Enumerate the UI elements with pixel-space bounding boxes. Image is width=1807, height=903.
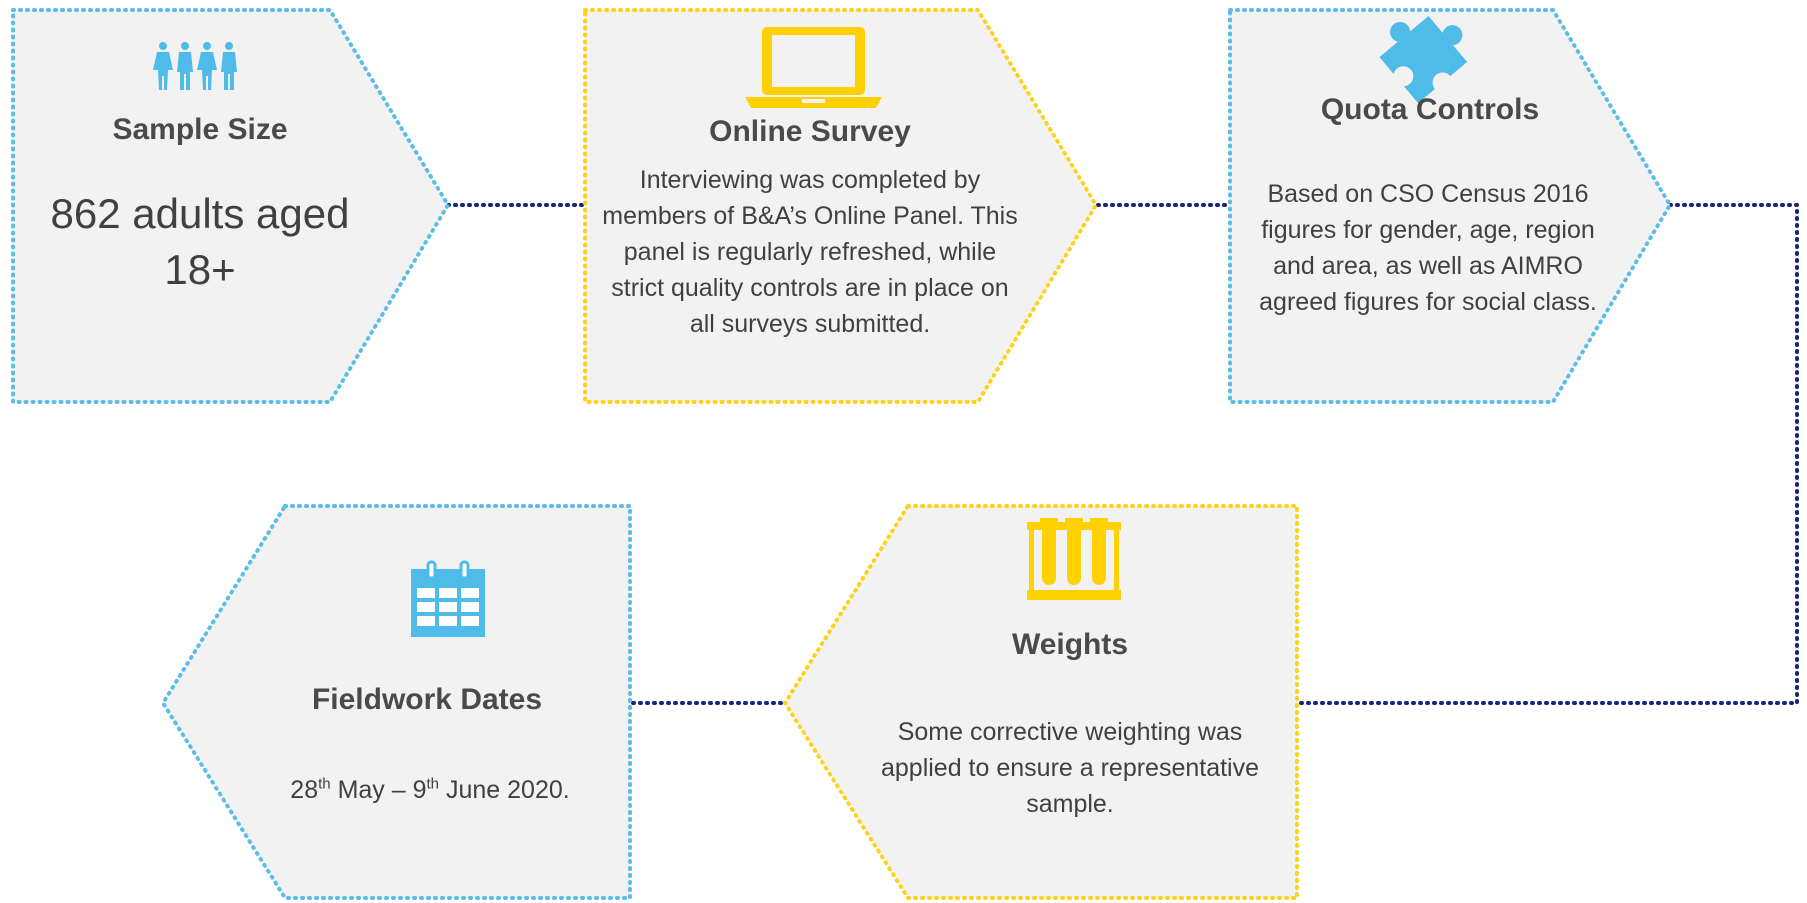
sample-size-value: 862 adults aged 18+ bbox=[50, 190, 350, 293]
online-survey-title: Online Survey bbox=[709, 115, 911, 148]
calendar-icon bbox=[411, 560, 485, 637]
test-tubes-icon bbox=[1027, 518, 1121, 600]
weights-title: Weights bbox=[1011, 628, 1129, 661]
box-weights bbox=[782, 504, 1299, 900]
people-icon bbox=[153, 42, 237, 90]
box-online-survey bbox=[583, 8, 1099, 404]
weights-text: Some corrective weighting was applied to… bbox=[880, 718, 1260, 818]
fieldwork-end-day: 9 bbox=[412, 776, 427, 804]
sample-size-title: Sample Size bbox=[112, 113, 288, 146]
quota-controls-title: Quota Controls bbox=[1320, 93, 1540, 126]
fieldwork-start-day: 28 bbox=[290, 776, 319, 804]
box-fieldwork-dates bbox=[160, 504, 632, 900]
online-survey-text: Interviewing was completed by members of… bbox=[602, 166, 1018, 338]
box-sample-size bbox=[11, 8, 451, 404]
laptop-icon bbox=[745, 27, 882, 108]
fieldwork-end-suffix: th bbox=[426, 775, 440, 793]
connector-quota-weights bbox=[1293, 203, 1799, 705]
fieldwork-start-suffix: th bbox=[318, 775, 331, 793]
fieldwork-dates-text: 28th May – 9th June 2020. bbox=[245, 772, 615, 808]
fieldwork-end-rest: June 2020. bbox=[439, 776, 570, 804]
box-quota-controls bbox=[1228, 8, 1673, 404]
fieldwork-dates-title: Fieldwork Dates bbox=[311, 683, 543, 716]
connectors bbox=[446, 203, 1799, 705]
quota-controls-text: Based on CSO Census 2016 figures for gen… bbox=[1259, 180, 1597, 316]
puzzle-icon bbox=[1379, 15, 1468, 104]
fieldwork-start-month: May – bbox=[330, 776, 413, 804]
